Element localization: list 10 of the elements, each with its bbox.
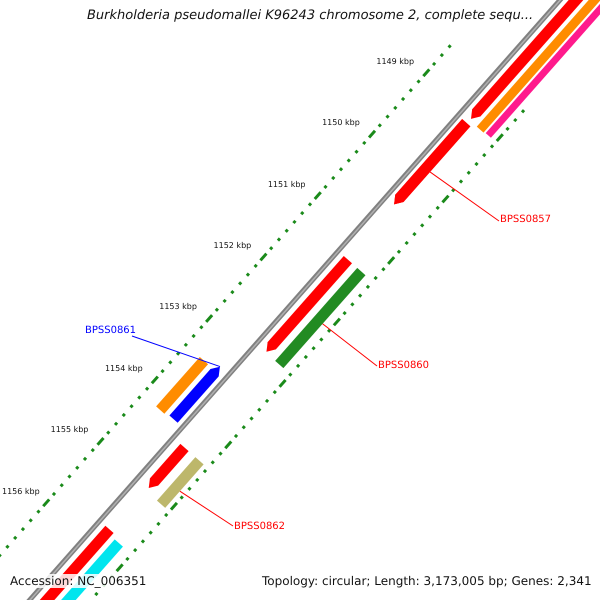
topology-text: Topology: circular; Length: 3,173,005 bp; Genes: 2,341 <box>262 574 592 588</box>
position-label: 1152 kbp <box>214 240 252 250</box>
position-label: 1153 kbp <box>159 302 197 312</box>
position-label: 1155 kbp <box>50 425 88 434</box>
accession-text: Accession: NC_006351 <box>10 574 146 588</box>
position-label: 1150 kbp <box>322 118 360 128</box>
position-label: 1156 kbp <box>2 486 40 496</box>
position-label: 1154 kbp <box>104 364 143 373</box>
position-label: 1149 kbp <box>376 56 414 66</box>
position-label: 1151 kbp <box>268 180 306 189</box>
